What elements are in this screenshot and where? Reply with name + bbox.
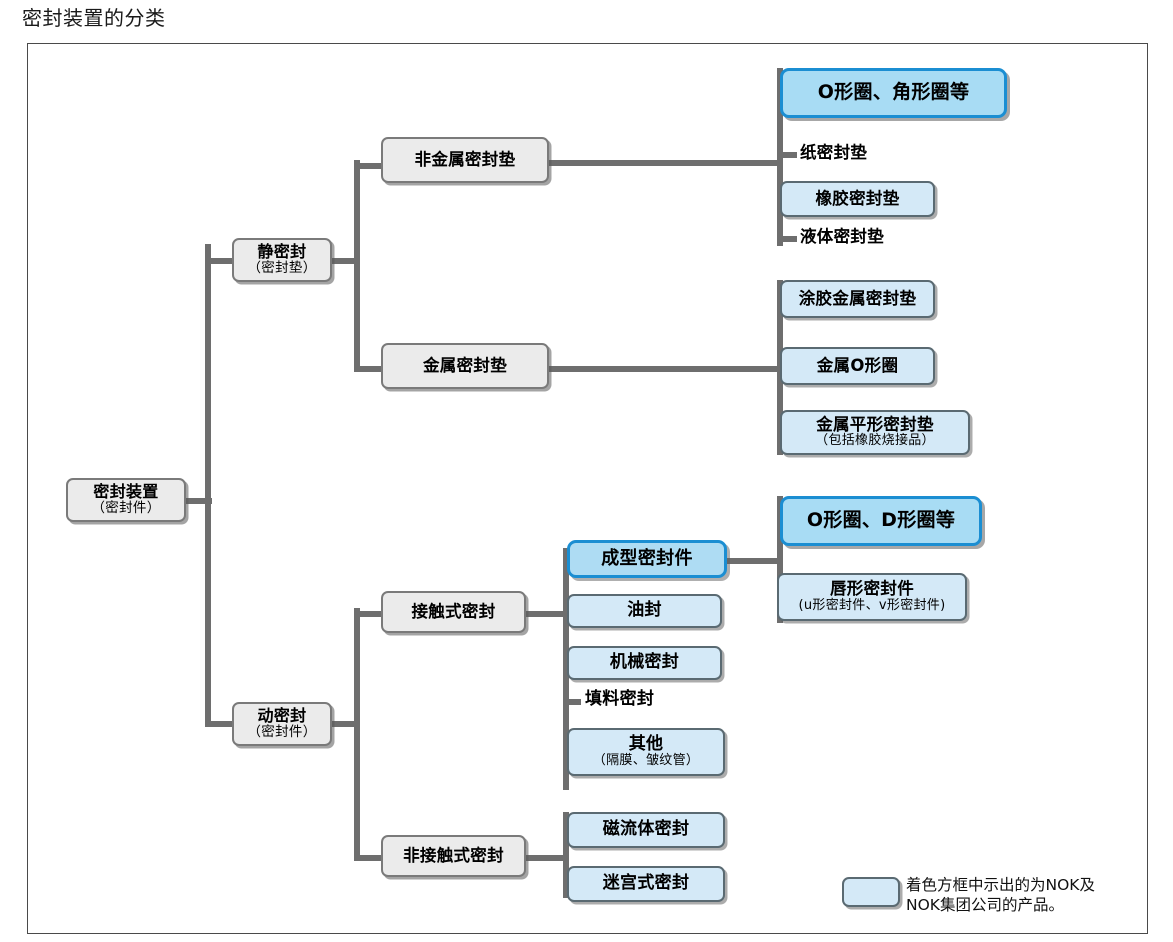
node-contact-seal-label: 接触式密封 (411, 601, 496, 621)
node-mechanical-seal-label: 机械密封 (609, 652, 680, 673)
diagram-frame (27, 43, 1148, 934)
node-oil-seal-label: 油封 (627, 600, 662, 621)
node-lip-seal-sublabel: (u形密封件、v形密封件) (798, 597, 946, 613)
node-rubber-gasket-label: 橡胶密封垫 (815, 188, 900, 208)
node-other-seal[interactable]: 其他 （隔膜、皱纹管） (567, 728, 725, 776)
connector-stub-paper (777, 152, 797, 158)
node-root-sublabel: （密封件） (91, 500, 161, 517)
connector-main-spine (205, 244, 211, 724)
node-oring-corner[interactable]: O形圈、角形圈等 (780, 68, 1007, 118)
connector-nonmetal-out (548, 160, 783, 166)
node-static-seal[interactable]: 静密封 （密封垫） (232, 238, 332, 282)
connector-noncontact-out (524, 855, 568, 861)
node-magnetic-fluid-seal-label: 磁流体密封 (602, 819, 690, 840)
node-metal-flat-gasket[interactable]: 金属平形密封垫 （包括橡胶烧接品） (780, 410, 970, 455)
connector-root-out (184, 498, 212, 504)
node-magnetic-fluid-seal[interactable]: 磁流体密封 (567, 812, 725, 848)
node-root-label: 密封装置 (93, 482, 159, 502)
node-paper-gasket-label: 纸密封垫 (800, 142, 868, 162)
node-oring-dring-label: O形圈、D形圈等 (806, 509, 956, 532)
node-molded-seal-label: 成型密封件 (601, 547, 693, 569)
legend: 着色方框中示出的为NOK及 NOK集团公司的产品。 (842, 875, 1142, 915)
node-coated-metal-gasket[interactable]: 涂胶金属密封垫 (780, 280, 935, 318)
node-metal-gasket-label: 金属密封垫 (423, 355, 507, 375)
node-liquid-gasket-label: 液体密封垫 (800, 226, 884, 246)
connector-spine-static (205, 258, 235, 264)
node-dynamic-seal-label: 动密封 (257, 706, 307, 726)
connector-metal-out (548, 366, 783, 372)
node-molded-seal[interactable]: 成型密封件 (567, 540, 727, 578)
legend-text: 着色方框中示出的为NOK及 NOK集团公司的产品。 (906, 876, 1095, 914)
node-static-seal-sublabel: （密封垫） (247, 260, 317, 277)
node-other-seal-sublabel: （隔膜、皱纹管） (592, 753, 700, 769)
connector-static-to-metal (354, 366, 384, 372)
node-rubber-gasket[interactable]: 橡胶密封垫 (780, 181, 935, 217)
node-labyrinth-seal-label: 迷宫式密封 (602, 873, 690, 894)
node-metal-oring-label: 金属O形圈 (816, 355, 899, 375)
node-oil-seal[interactable]: 油封 (567, 594, 722, 628)
node-metal-flat-gasket-sublabel: （包括橡胶烧接品） (815, 433, 935, 449)
node-lip-seal-label: 唇形密封件 (830, 579, 914, 599)
node-metal-flat-gasket-label: 金属平形密封垫 (816, 414, 934, 434)
connector-stub-liquid (777, 236, 797, 242)
node-packing-seal[interactable]: 填料密封 (585, 688, 735, 712)
node-lip-seal[interactable]: 唇形密封件 (u形密封件、v形密封件) (777, 573, 967, 621)
connector-dynamic-to-contact (354, 611, 384, 617)
node-static-seal-label: 静密封 (257, 242, 307, 262)
connector-contact-leaf-spine (563, 548, 569, 790)
connector-spine-dynamic (205, 721, 235, 727)
node-dynamic-seal-sublabel: （密封件） (247, 724, 317, 741)
node-oring-dring[interactable]: O形圈、D形圈等 (780, 496, 982, 546)
connector-stub-packing (563, 699, 581, 705)
node-dynamic-seal[interactable]: 动密封 （密封件） (232, 702, 332, 746)
legend-color-swatch (842, 877, 900, 907)
connector-static-to-nonmetal (354, 163, 384, 169)
connector-molded-out (726, 558, 782, 564)
connector-static-out (330, 258, 360, 264)
node-mechanical-seal[interactable]: 机械密封 (567, 646, 722, 680)
node-liquid-gasket[interactable]: 液体密封垫 (800, 224, 960, 250)
node-other-seal-label: 其他 (628, 734, 664, 755)
connector-contact-out (524, 611, 568, 617)
node-contact-seal[interactable]: 接触式密封 (381, 591, 526, 633)
node-root[interactable]: 密封装置 （密封件） (66, 478, 186, 522)
node-oring-corner-label: O形圈、角形圈等 (817, 81, 970, 104)
connector-dynamic-spine (354, 608, 360, 858)
node-paper-gasket[interactable]: 纸密封垫 (800, 140, 960, 166)
node-labyrinth-seal[interactable]: 迷宫式密封 (567, 866, 725, 902)
connector-static-spine (354, 160, 360, 372)
node-nonmetal-gasket-label: 非金属密封垫 (414, 149, 516, 169)
node-nonmetal-gasket[interactable]: 非金属密封垫 (381, 137, 549, 183)
connector-noncontact-leaf-spine (563, 812, 569, 898)
node-noncontact-seal-label: 非接触式密封 (403, 845, 504, 865)
connector-dynamic-to-noncontact (354, 855, 384, 861)
node-metal-oring[interactable]: 金属O形圈 (780, 347, 935, 385)
connector-dynamic-out (330, 721, 360, 727)
node-packing-seal-label: 填料密封 (585, 689, 655, 710)
node-noncontact-seal[interactable]: 非接触式密封 (381, 835, 526, 877)
node-coated-metal-gasket-label: 涂胶金属密封垫 (798, 288, 917, 308)
page-title: 密封装置的分类 (22, 6, 166, 30)
node-metal-gasket[interactable]: 金属密封垫 (381, 343, 549, 389)
connector-molded-leaf-spine (777, 496, 783, 623)
